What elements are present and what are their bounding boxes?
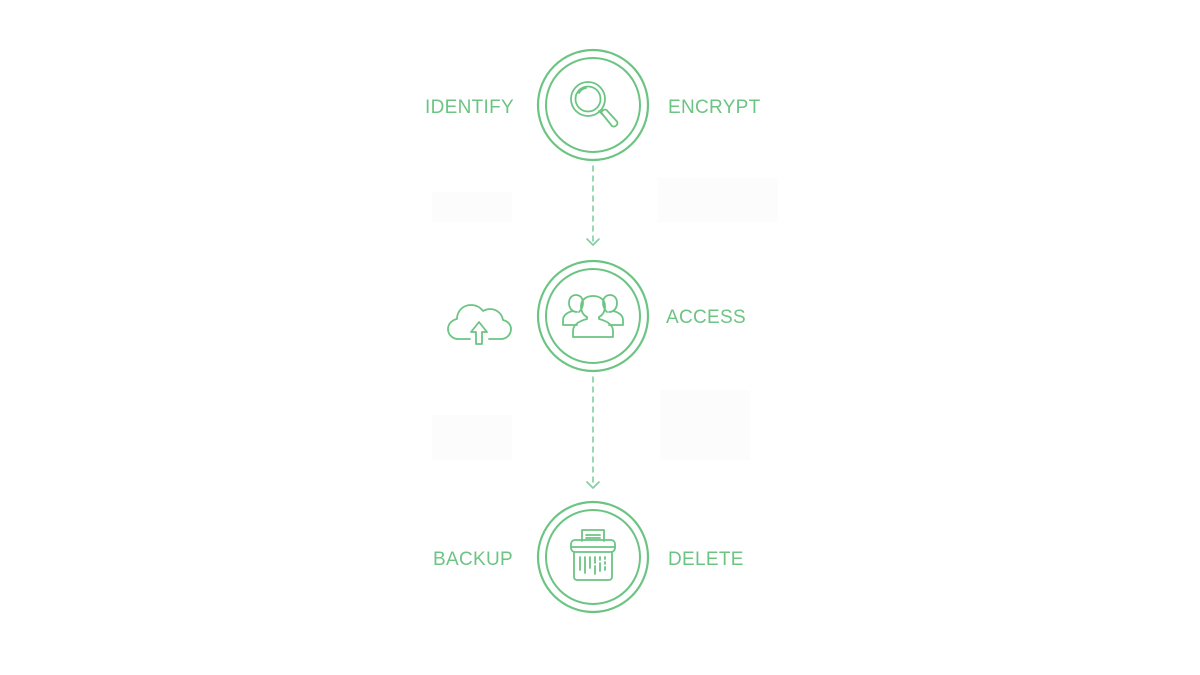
ghost-block	[660, 390, 750, 460]
step-1-right-label: ENCRYPT	[668, 97, 761, 118]
step-1-left-label: IDENTIFY	[425, 97, 514, 118]
step-3-left-label: BACKUP	[433, 549, 513, 570]
step-2-right-label: ACCESS	[666, 307, 746, 328]
shredder-icon	[570, 529, 616, 581]
cloud-upload-icon	[447, 304, 512, 345]
step-3-right-label: DELETE	[668, 549, 744, 570]
step-1-node	[536, 48, 650, 162]
magnifier-icon	[570, 81, 619, 128]
ghost-block	[432, 415, 512, 460]
connector-arrow-1	[586, 165, 600, 246]
ghost-block	[658, 178, 778, 222]
step-3-node	[536, 500, 650, 614]
step-2-node	[536, 259, 650, 373]
ghost-block	[432, 192, 512, 222]
connector-arrow-2	[586, 376, 600, 489]
users-group-icon	[562, 294, 624, 338]
